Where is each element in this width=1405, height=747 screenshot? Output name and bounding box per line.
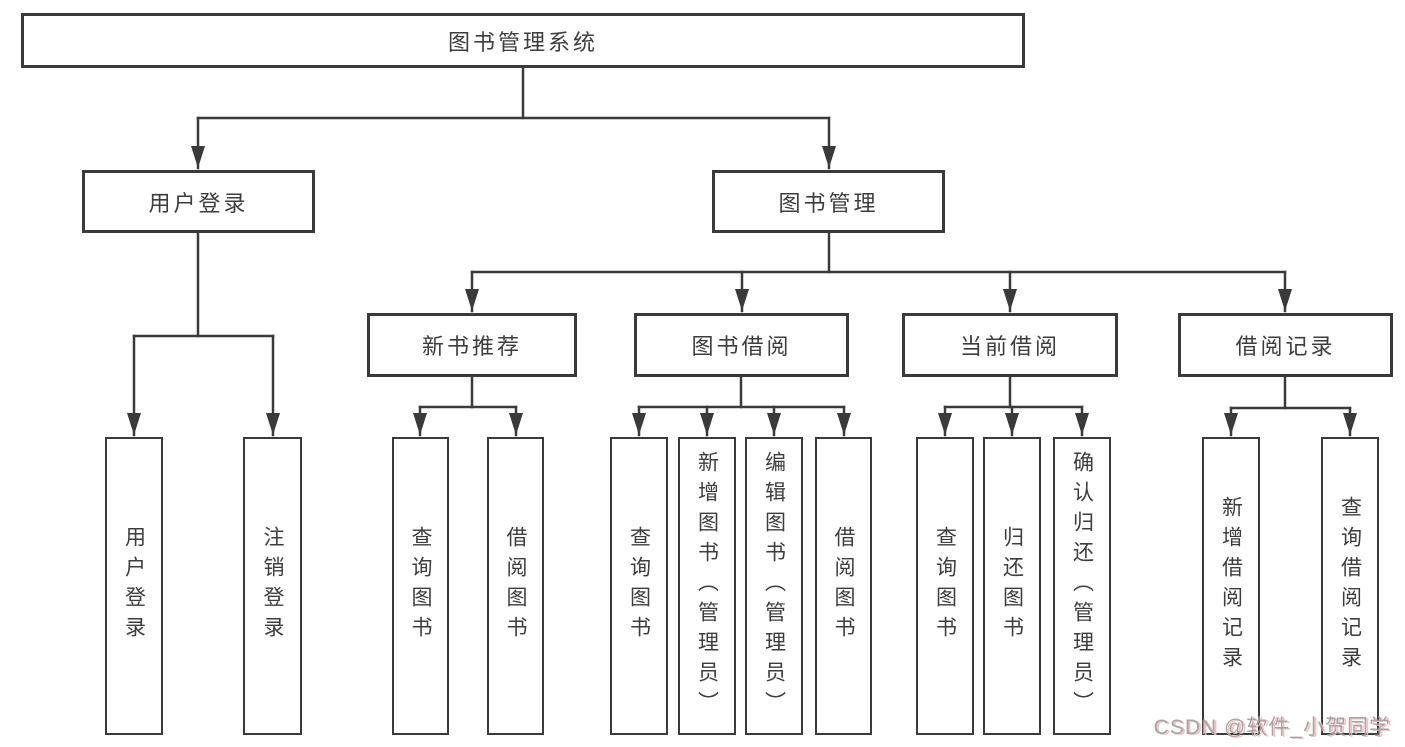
leaf-label: 查询图书 bbox=[409, 526, 432, 646]
node-user-login: 用户登录 bbox=[82, 170, 315, 233]
leaf-logout-login: 注销登录 bbox=[243, 437, 302, 735]
leaf-label: 编辑图书（管理员） bbox=[762, 451, 786, 721]
leaf-add-books-admin: 新增图书（管理员） bbox=[678, 437, 736, 735]
leaf-label: 查询图书 bbox=[627, 526, 651, 646]
leaf-label: 新增借阅记录 bbox=[1219, 496, 1243, 676]
leaf-label: 查询图书 bbox=[933, 526, 957, 646]
node-book-borrowing: 图书借阅 bbox=[634, 313, 849, 377]
leaf-label: 查询借阅记录 bbox=[1338, 496, 1362, 676]
leaf-confirm-return-admin: 确认归还（管理员） bbox=[1053, 437, 1111, 735]
node-current-borrowing: 当前借阅 bbox=[902, 313, 1118, 377]
leaf-add-borrow-record: 新增借阅记录 bbox=[1202, 437, 1260, 735]
leaf-query-books-recommend: 查询图书 bbox=[392, 437, 449, 735]
leaf-borrow-books: 借阅图书 bbox=[815, 437, 872, 735]
leaf-return-books: 归还图书 bbox=[983, 437, 1041, 735]
leaf-user-login: 用户登录 bbox=[105, 437, 163, 735]
leaf-label: 新增图书（管理员） bbox=[695, 451, 719, 721]
leaf-borrow-books-recommend: 借阅图书 bbox=[487, 437, 544, 735]
leaf-label: 确认归还（管理员） bbox=[1070, 451, 1094, 721]
node-book-management: 图书管理 bbox=[712, 170, 945, 233]
leaf-query-books-current: 查询图书 bbox=[916, 437, 974, 735]
node-new-book-recommend: 新书推荐 bbox=[367, 313, 577, 377]
leaf-edit-books-admin: 编辑图书（管理员） bbox=[745, 437, 803, 735]
leaf-label: 借阅图书 bbox=[504, 526, 527, 646]
leaf-query-books-borrow: 查询图书 bbox=[610, 437, 668, 735]
leaf-query-borrow-record: 查询借阅记录 bbox=[1321, 437, 1379, 735]
csdn-watermark: CSDN @软件_小贺同学 bbox=[1153, 716, 1391, 739]
leaf-label: 用户登录 bbox=[122, 526, 146, 646]
leaf-label: 归还图书 bbox=[1000, 526, 1024, 646]
node-borrow-records: 借阅记录 bbox=[1178, 313, 1393, 377]
leaf-label: 注销登录 bbox=[261, 526, 284, 646]
leaf-label: 借阅图书 bbox=[832, 526, 855, 646]
node-library-management-system: 图书管理系统 bbox=[21, 13, 1025, 68]
